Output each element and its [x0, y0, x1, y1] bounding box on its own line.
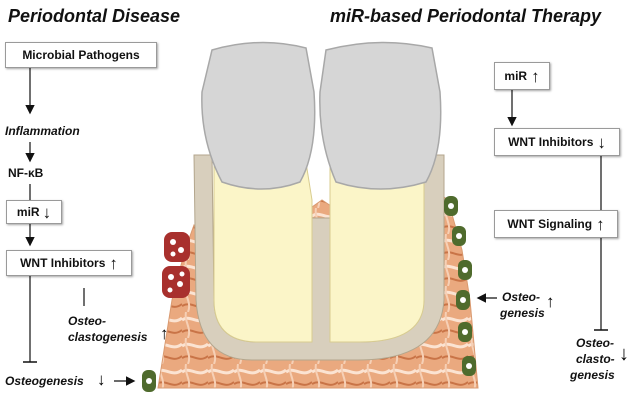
- mir-up-box: miR ↑: [494, 62, 550, 90]
- wnt-signaling-up-box: WNT Signaling ↑: [494, 210, 618, 238]
- arrow-down-icon: ↓: [597, 132, 606, 152]
- arrow-up-icon: ↑: [546, 292, 555, 311]
- osteoblast-cell: [456, 290, 470, 310]
- osteoclastogenesis-label-3: genesis: [570, 368, 615, 382]
- osteogenesis-label: Osteogenesis: [5, 374, 84, 388]
- osteogenesis-label-1: Osteo-: [502, 290, 541, 304]
- osteoclastogenesis-label-1: Osteo-: [576, 336, 615, 350]
- osteoblast-cell: [452, 226, 466, 246]
- arrow-up-icon: ↑: [531, 66, 540, 86]
- osteoclastogenesis-label-1: Osteo-: [68, 314, 107, 328]
- crown-left: [201, 41, 316, 190]
- wnt-inhibitors-down-box: WNT Inhibitors ↓: [494, 128, 620, 156]
- microbial-pathogens-box: Microbial Pathogens: [5, 42, 157, 68]
- wnt-inhibitors-up-box: WNT Inhibitors ↑: [6, 250, 132, 276]
- root-right: [329, 149, 425, 343]
- right-title: miR-based Periodontal Therapy: [330, 6, 602, 26]
- root-left: [213, 149, 313, 343]
- osteoclast-cell: [164, 232, 190, 262]
- osteoblast-cell: [458, 322, 472, 342]
- mir-label: miR: [16, 205, 40, 219]
- arrow-up-icon: ↑: [160, 324, 169, 343]
- osteoblast-cell: [444, 196, 458, 216]
- osteoclast-cell: [162, 266, 190, 298]
- microbial-pathogens-label: Microbial Pathogens: [22, 48, 140, 62]
- osteoblast-cell: [458, 260, 472, 280]
- osteoclastogenesis-label-2: clasto-: [576, 352, 615, 366]
- left-title: Periodontal Disease: [8, 6, 181, 26]
- arrow-up-icon: ↑: [596, 214, 605, 234]
- crown-right: [319, 41, 442, 190]
- wnt-inhibitors-label: WNT Inhibitors: [20, 256, 106, 270]
- arrow-down-icon: ↓: [97, 370, 106, 389]
- osteoblast-cell: [142, 370, 156, 392]
- mir-down-box: miR ↓: [6, 200, 62, 224]
- osteoblast-cell: [462, 356, 476, 376]
- wnt-signaling-label: WNT Signaling: [507, 217, 593, 231]
- arrow-up-icon: ↑: [109, 253, 118, 273]
- osteogenesis-label-2: genesis: [500, 306, 545, 320]
- nfkb-label: NF-κB: [8, 166, 44, 180]
- mir-label: miR: [504, 69, 528, 83]
- wnt-inhibitors-label: WNT Inhibitors: [508, 135, 594, 149]
- inflammation-label: Inflammation: [5, 124, 80, 138]
- arrow-down-icon: ↓: [619, 343, 629, 365]
- arrow-down-icon: ↓: [42, 202, 52, 222]
- osteoclastogenesis-label-2: clastogenesis: [68, 330, 148, 344]
